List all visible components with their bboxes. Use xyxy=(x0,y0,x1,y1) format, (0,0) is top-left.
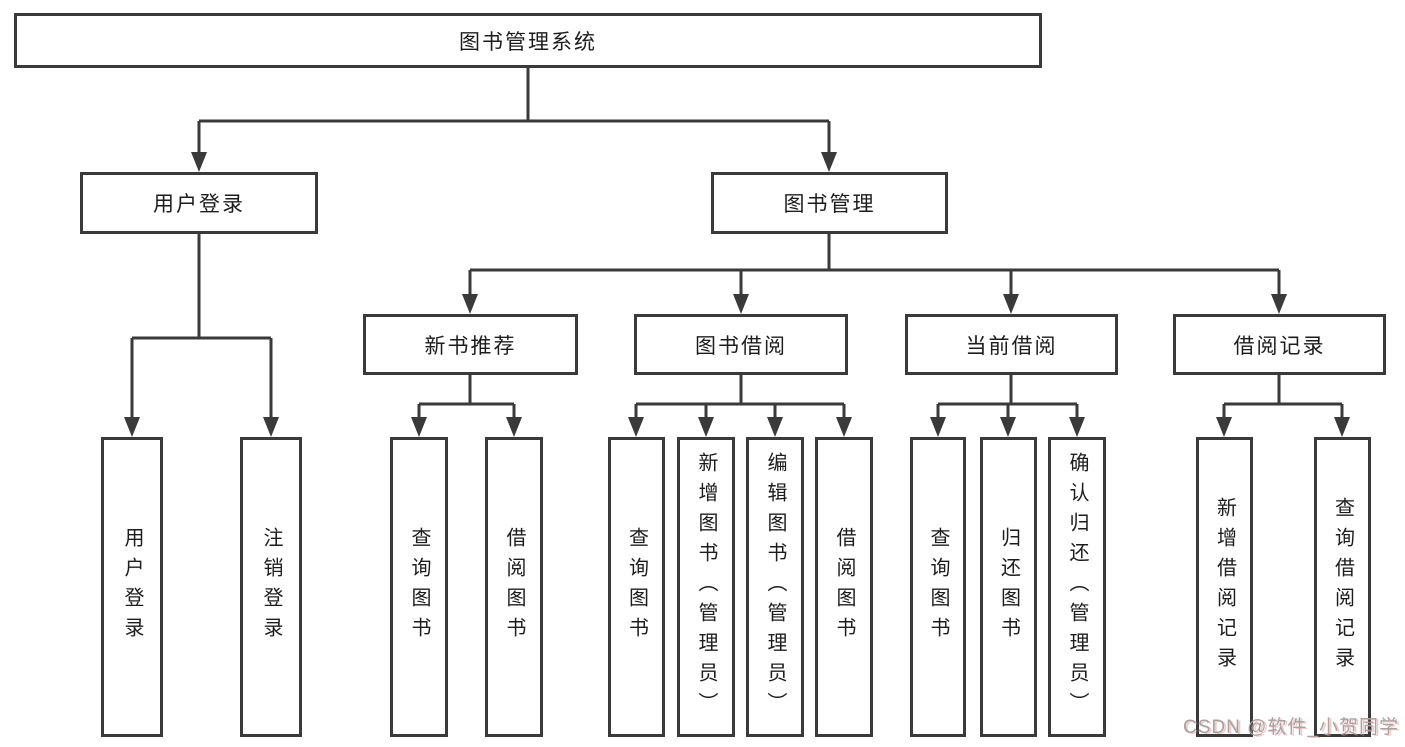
node-new-book-recommend: 新书推荐 xyxy=(363,314,578,375)
connector-book-management-branch xyxy=(462,234,1287,314)
node-label: 借阅图书 xyxy=(503,527,525,647)
connector-new-book-recommend xyxy=(411,375,522,437)
node-label: 图书借阅 xyxy=(695,334,787,358)
node-user-login: 用户登录 xyxy=(101,437,163,737)
node-label: 图书管理系统 xyxy=(459,30,597,54)
node-label: 注销登录 xyxy=(260,527,282,647)
connector-current-borrowing xyxy=(930,375,1085,437)
connector-user-login-branch xyxy=(124,234,279,437)
csdn-watermark: CSDN @软件_小贺同学 xyxy=(1183,717,1399,738)
node-label: 查询图书 xyxy=(927,527,949,647)
node-book-borrowing: 图书借阅 xyxy=(634,314,848,375)
connector-borrowing-records xyxy=(1216,375,1350,437)
node-label: 确认归还（管理员） xyxy=(1066,452,1088,722)
node-add-borrow-record: 新增借阅记录 xyxy=(1196,437,1253,737)
node-add-books-admin: 新增图书（管理员） xyxy=(677,437,735,737)
node-current-borrowing: 当前借阅 xyxy=(905,314,1118,375)
node-query-borrow-record: 查询借阅记录 xyxy=(1314,437,1371,737)
node-user-login-branch: 用户登录 xyxy=(80,172,318,234)
node-label: 用户登录 xyxy=(121,527,143,647)
node-label: 借阅记录 xyxy=(1233,334,1326,358)
node-label: 归还图书 xyxy=(997,527,1020,647)
node-label: 图书管理 xyxy=(783,193,876,216)
connector-book-borrowing xyxy=(628,375,852,437)
node-label: 新增图书（管理员） xyxy=(695,452,717,722)
node-label: 用户登录 xyxy=(153,193,245,216)
node-query-books-recommend: 查询图书 xyxy=(390,437,448,737)
node-label: 借阅图书 xyxy=(833,527,855,647)
connector-root xyxy=(191,68,837,172)
node-label: 新书推荐 xyxy=(424,334,517,358)
node-label: 新增借阅记录 xyxy=(1213,497,1236,677)
node-label: 查询图书 xyxy=(625,527,648,647)
node-label: 查询图书 xyxy=(408,527,430,647)
node-borrow-books-borrowing: 借阅图书 xyxy=(815,437,873,737)
node-label: 当前借阅 xyxy=(965,334,1058,358)
node-library-management-system: 图书管理系统 xyxy=(14,13,1042,68)
node-label: 查询借阅记录 xyxy=(1331,497,1354,677)
node-confirm-return-admin: 确认归还（管理员） xyxy=(1048,437,1106,737)
node-book-management-branch: 图书管理 xyxy=(711,172,948,234)
node-borrowing-records: 借阅记录 xyxy=(1173,314,1386,375)
node-edit-books-admin: 编辑图书（管理员） xyxy=(746,437,804,737)
node-query-books-borrowing: 查询图书 xyxy=(608,437,665,737)
node-return-books: 归还图书 xyxy=(980,437,1037,737)
node-label: 编辑图书（管理员） xyxy=(764,452,786,722)
node-logout-login: 注销登录 xyxy=(240,437,302,737)
node-query-books-current: 查询图书 xyxy=(910,437,966,737)
node-borrow-books-recommend: 借阅图书 xyxy=(485,437,543,737)
